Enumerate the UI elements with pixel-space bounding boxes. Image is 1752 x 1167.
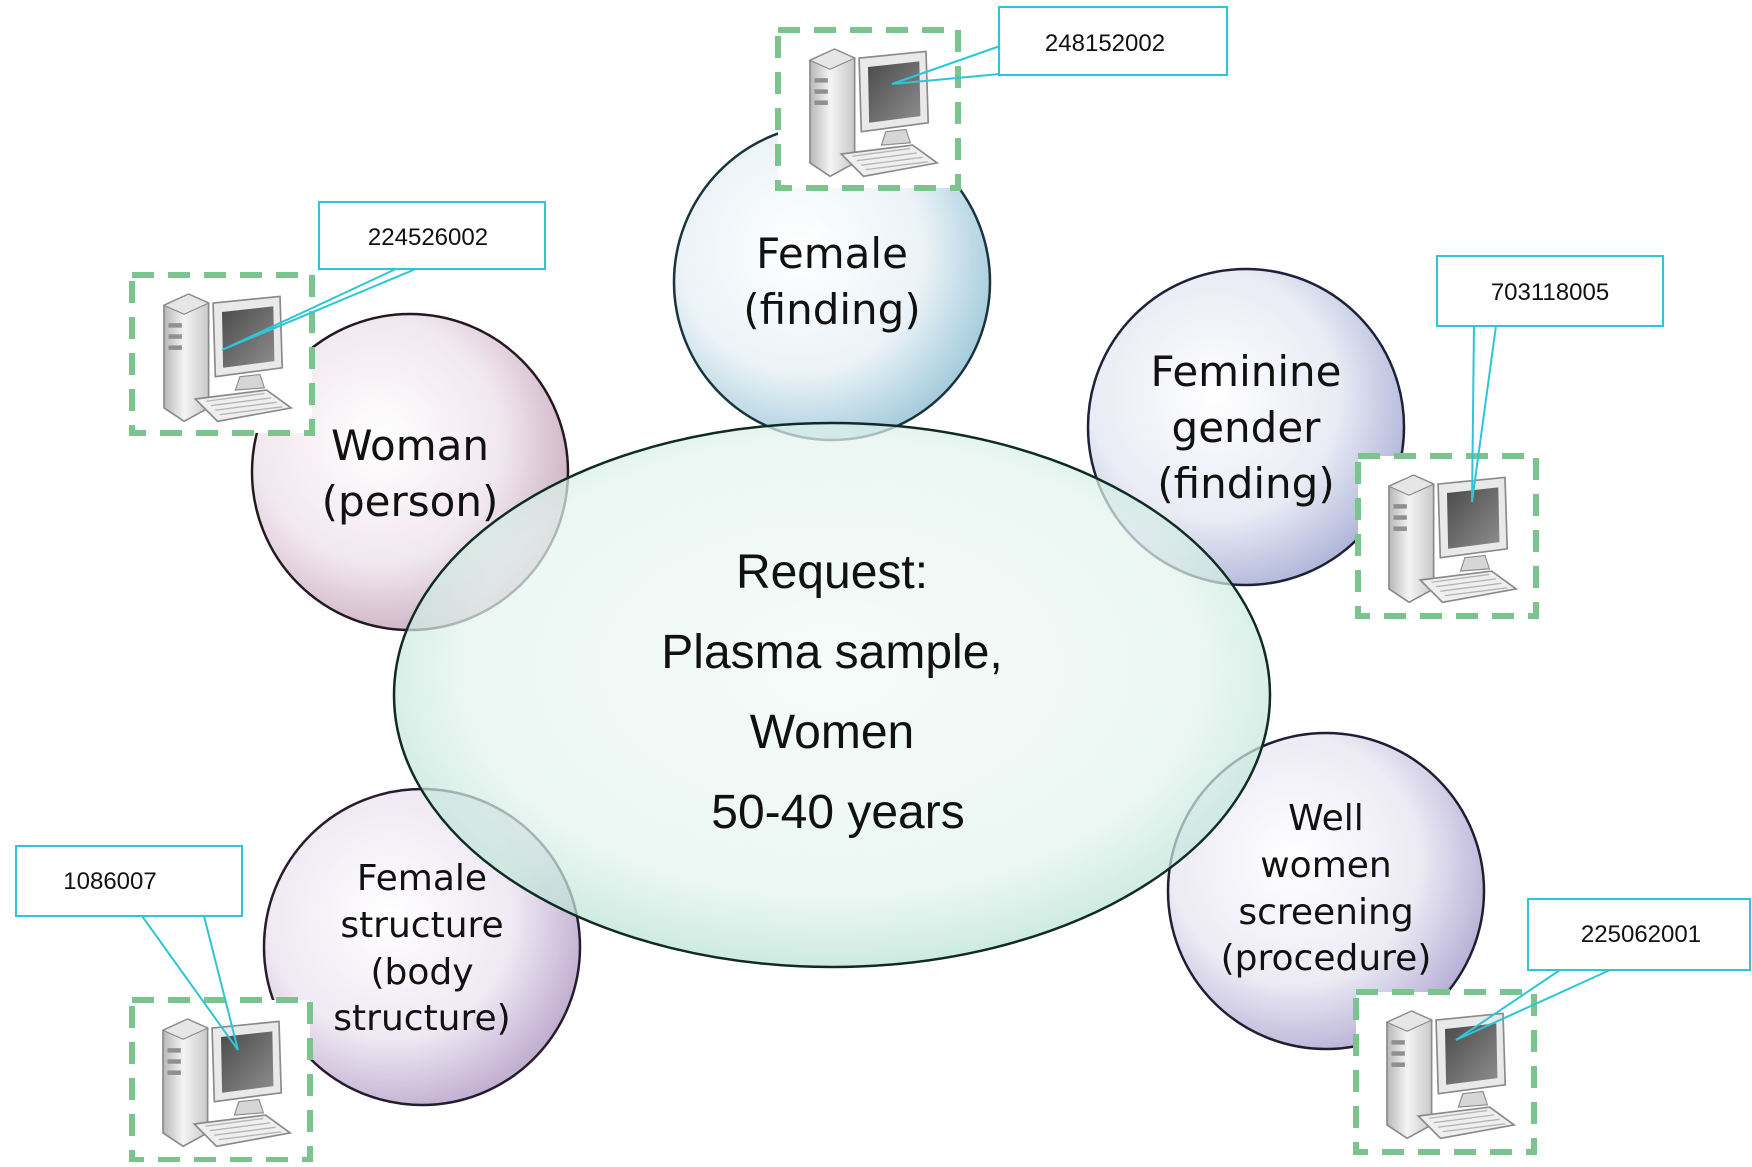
- concept-woman-person: Woman (person): [250, 312, 570, 632]
- concept-label-line: gender: [1172, 403, 1322, 452]
- callout-pointer-703118005: [1471, 325, 1497, 503]
- callout-box: [998, 6, 1228, 76]
- concept-circle: [1086, 267, 1406, 587]
- computer-node-female-structure: [129, 997, 313, 1163]
- computer-icon: [809, 48, 939, 178]
- center-label-line: Request:: [736, 546, 928, 599]
- concept-label-line: (finding): [743, 285, 920, 334]
- callout-225062001: 225062001: [1527, 898, 1751, 971]
- concept-label-line: Well: [1288, 798, 1364, 839]
- callout-box: [1436, 255, 1664, 327]
- callout-224526002: 224526002: [318, 201, 546, 270]
- callout-pointers: [141, 45, 1611, 1051]
- computer-icon: [163, 293, 293, 423]
- concept-label-line: structure): [333, 998, 510, 1039]
- concept-label-line: Female: [756, 229, 908, 278]
- concept-female-finding: Female (finding): [672, 122, 992, 442]
- concept-label-line: women: [1260, 845, 1392, 886]
- callout-box: [1527, 898, 1751, 971]
- center-label-line: Women: [750, 706, 915, 759]
- concept-circle: [1166, 731, 1486, 1051]
- callout-pointer-225062001: [1455, 969, 1611, 1041]
- computer-node-feminine-gender: [1355, 453, 1539, 619]
- center-label-line: Plasma sample,: [661, 626, 1002, 679]
- concept-well-women-screening: Well women screening (procedure): [1166, 731, 1486, 1051]
- center-label-line: 50-40 years: [711, 786, 964, 839]
- concept-code: 224526002: [368, 224, 488, 251]
- concept-code: 225062001: [1581, 921, 1701, 948]
- computer-node-woman-person: [129, 272, 315, 436]
- computer-icon: [1388, 474, 1518, 604]
- callout-1086007: 1086007: [15, 845, 243, 917]
- concept-code: 703118005: [1491, 279, 1609, 306]
- concept-label-line: (finding): [1157, 459, 1334, 508]
- concept-label-line: structure: [340, 905, 503, 946]
- computer-icon: [1386, 1010, 1516, 1140]
- concept-feminine-gender: Feminine gender (finding): [1086, 267, 1406, 587]
- concept-label-line: (person): [322, 477, 499, 526]
- callout-pointer-248152002: [891, 45, 1001, 85]
- concept-code: 248152002: [1045, 30, 1165, 57]
- callout-box: [15, 845, 243, 917]
- concept-code: 1086007: [63, 868, 156, 895]
- callout-pointer-224526002: [221, 267, 419, 351]
- concept-label-line: (procedure): [1221, 938, 1432, 979]
- concept-label-line: Feminine: [1150, 347, 1341, 396]
- center-request: Request: Plasma sample, Women 50-40 year…: [392, 421, 1272, 969]
- concept-label-line: Female: [357, 858, 487, 899]
- computer-icon: [162, 1018, 292, 1148]
- callout-703118005: 703118005: [1436, 255, 1664, 327]
- concept-label-line: Woman: [331, 421, 489, 470]
- center-ellipse: [392, 421, 1272, 969]
- callout-pointer-1086007: [141, 915, 239, 1051]
- callout-box: [318, 201, 546, 270]
- computer-node-female-finding: [775, 27, 961, 191]
- callout-248152002: 248152002: [998, 6, 1228, 76]
- concept-label-line: (body: [370, 952, 473, 993]
- concept-label-line: screening: [1238, 892, 1413, 933]
